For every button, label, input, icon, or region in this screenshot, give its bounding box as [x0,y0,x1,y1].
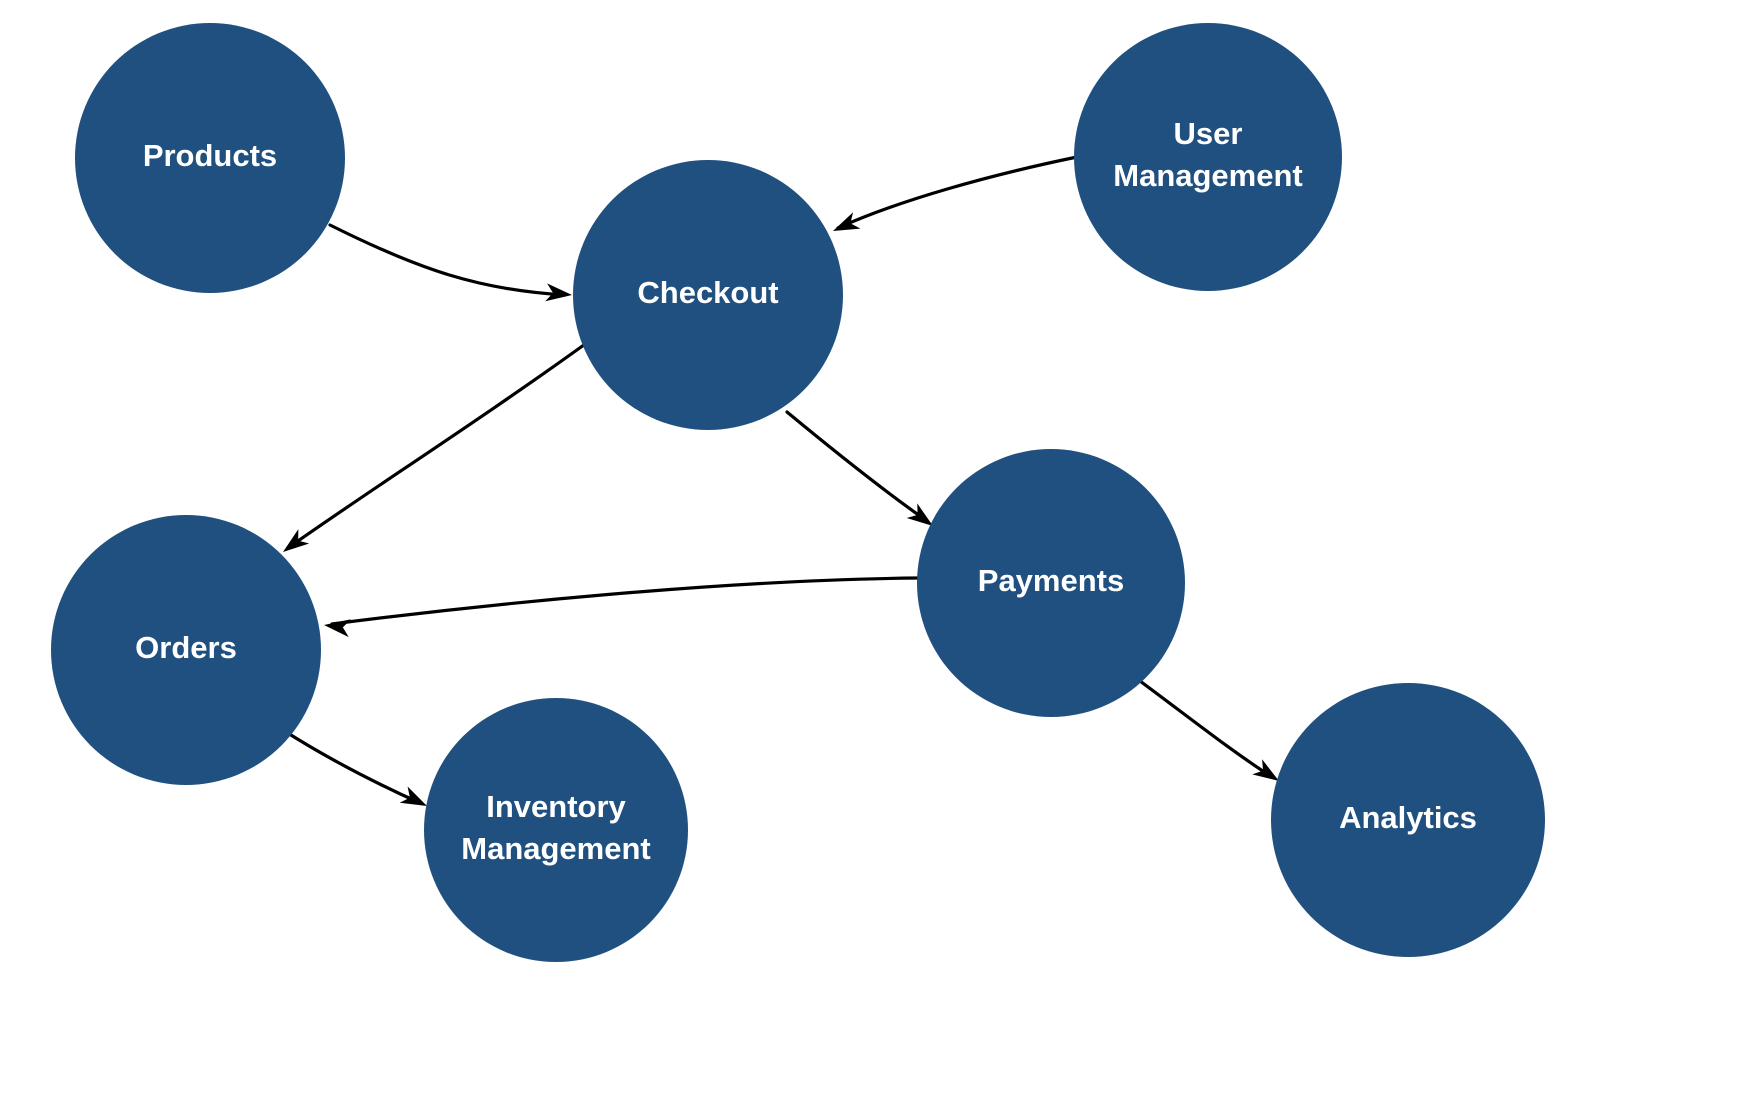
edge-line-orders-to-inventory-management [281,728,422,805]
edges-layer [278,155,1284,814]
node-checkout[interactable]: Checkout [573,160,843,430]
arrowhead-icon-orders-to-inventory-management [399,786,427,806]
edge-line-user-management-to-checkout [836,155,1079,230]
node-circle-checkout[interactable] [573,160,843,430]
edge-payments-to-analytics[interactable] [1134,676,1284,789]
arrowhead-icon-payments-to-orders [324,619,351,638]
edge-orders-to-inventory-management[interactable] [281,728,431,814]
node-payments[interactable]: Payments [917,449,1185,717]
node-circle-orders[interactable] [51,515,321,785]
edge-checkout-to-orders[interactable] [278,340,590,559]
node-circle-payments[interactable] [917,449,1185,717]
node-orders[interactable]: Orders [51,515,321,785]
node-circle-user-management[interactable] [1074,23,1342,291]
node-analytics[interactable]: Analytics [1271,683,1545,957]
edge-user-management-to-checkout[interactable] [829,155,1079,239]
edge-line-checkout-to-payments [785,410,929,523]
node-circle-products[interactable] [75,23,345,293]
edge-line-products-to-checkout [328,223,567,297]
edge-products-to-checkout[interactable] [328,223,573,304]
edge-payments-to-orders[interactable] [323,576,920,638]
edge-hitarea-user-management-to-checkout[interactable] [838,157,1077,228]
node-products[interactable]: Products [75,23,345,293]
edge-checkout-to-payments[interactable] [785,410,938,533]
edge-hitarea-payments-to-orders[interactable] [332,578,918,624]
arrowhead-icon-checkout-to-payments [906,503,933,526]
node-circle-analytics[interactable] [1271,683,1545,957]
edge-line-checkout-to-orders [286,340,590,550]
edge-line-payments-to-orders [330,576,920,626]
arrowhead-icon-user-management-to-checkout [833,212,861,231]
arrowhead-icon-checkout-to-orders [283,529,310,552]
node-circle-inventory-management[interactable] [424,698,688,962]
edge-hitarea-products-to-checkout[interactable] [330,225,565,295]
edge-line-payments-to-analytics [1134,676,1274,779]
arrowhead-icon-products-to-checkout [545,283,572,302]
arrowhead-icon-payments-to-analytics [1252,759,1279,781]
